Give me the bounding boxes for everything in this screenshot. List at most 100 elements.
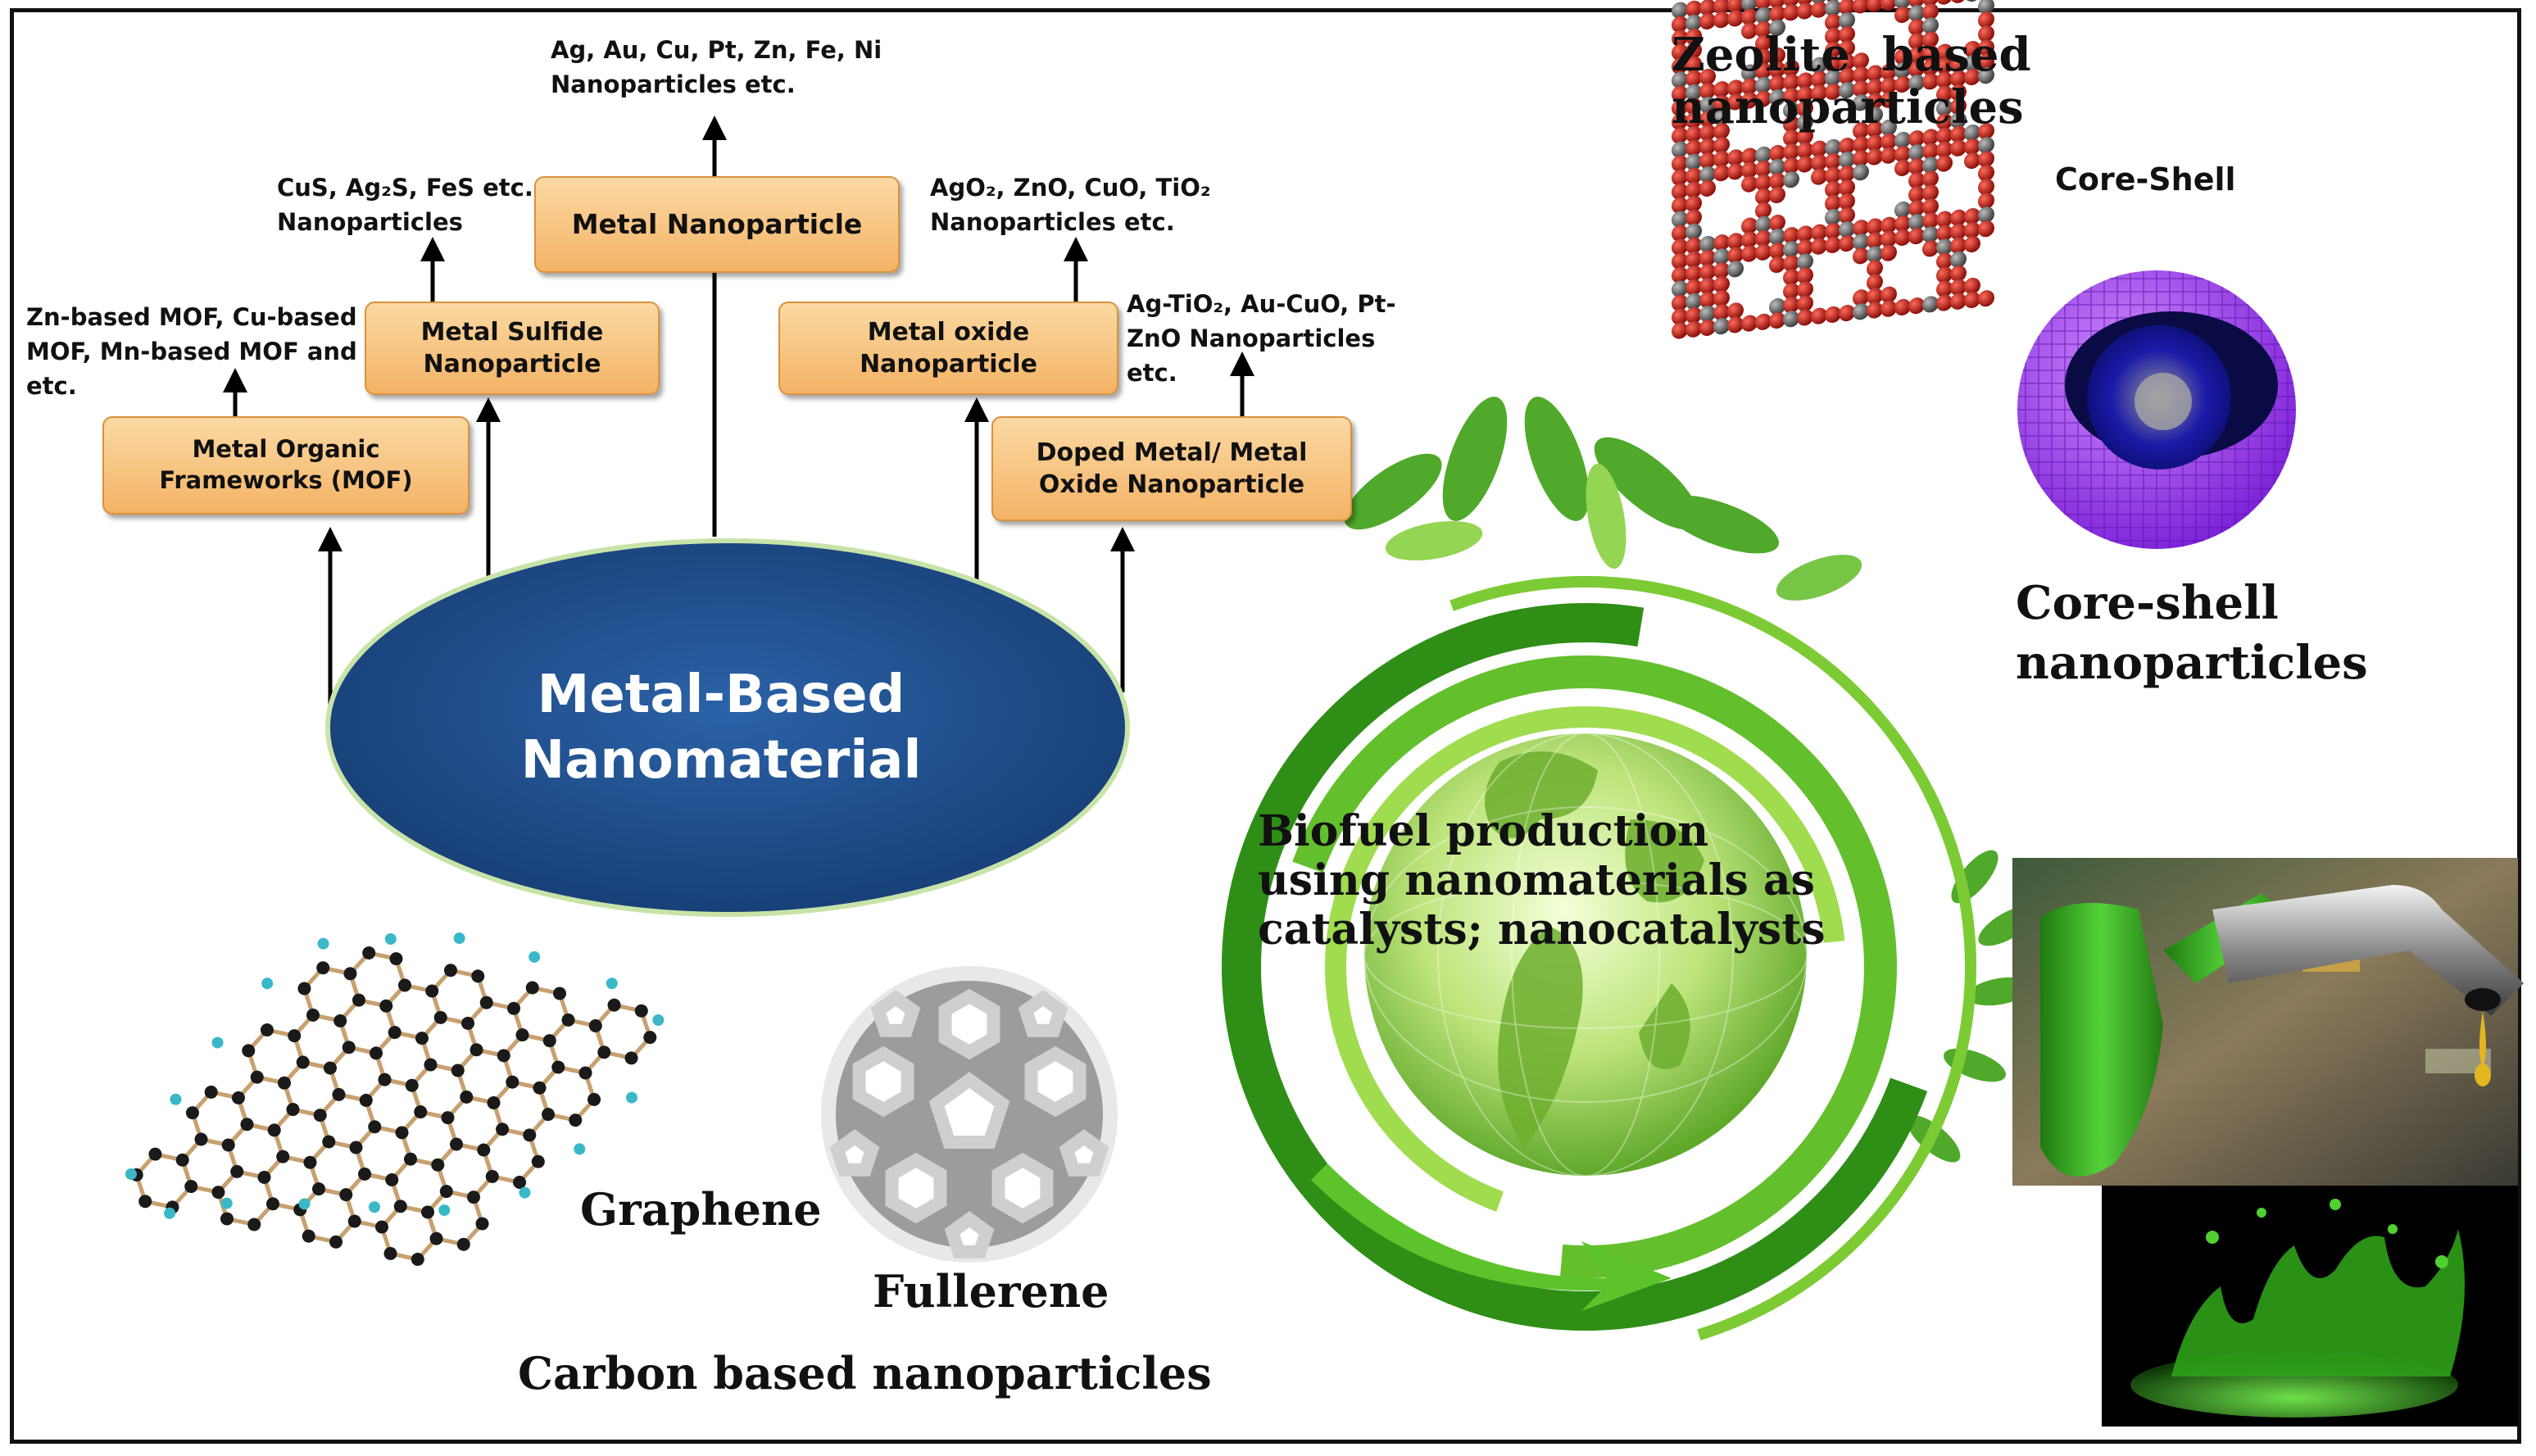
zeolite-atom <box>1797 86 1813 103</box>
fullerene-ring <box>991 1152 1054 1224</box>
zeolite-atom <box>1672 113 1688 130</box>
zeolite-atom <box>1769 186 1785 204</box>
graphene-atom <box>405 1078 419 1092</box>
graphene-atom <box>231 1091 245 1104</box>
zeolite-atom <box>1908 33 1925 50</box>
graphene-atom <box>250 1070 264 1084</box>
zeolite-atom <box>1797 156 1813 173</box>
zeolite-atom <box>1685 265 1702 282</box>
node-mof-label: Metal Organic Frameworks (MOF) <box>159 435 413 494</box>
zeolite-atom <box>1950 98 1967 115</box>
zeolite-atom <box>1853 303 1869 320</box>
zeolite-atom <box>1950 139 1967 156</box>
zeolite-atom <box>1713 318 1730 335</box>
zeolite-atom <box>1672 155 1688 172</box>
zeolite-atom <box>1783 269 1799 286</box>
graphene-hydrogen <box>164 1207 176 1219</box>
graphene-atom <box>397 978 411 992</box>
graphene-atom <box>607 998 621 1012</box>
zeolite-atom <box>1741 92 1758 109</box>
zeolite-atom <box>1769 172 1785 190</box>
graphene-hydrogen <box>125 1168 137 1180</box>
zeolite-atom <box>1685 167 1702 184</box>
zeolite-atom <box>1867 246 1883 263</box>
zeolite-atom <box>1825 306 1841 323</box>
graphene-atom <box>587 1092 601 1106</box>
zeolite-atom <box>1922 156 1939 174</box>
zeolite-atom <box>1853 66 1869 84</box>
zeolite-atom <box>1769 311 1785 329</box>
fullerene-ring <box>870 990 921 1037</box>
zeolite-atom <box>1672 197 1688 214</box>
zeolite-atom <box>1880 63 1897 80</box>
zeolite-atom <box>1839 68 1855 85</box>
zeolite-atom <box>1741 175 1758 193</box>
graphene-atom <box>393 1200 407 1213</box>
zeolite-atom <box>1713 109 1730 126</box>
zeolite-atom <box>1825 55 1841 72</box>
metal-based-nanomaterial-ellipse <box>325 538 1130 917</box>
zeolite-atom <box>1797 253 1813 270</box>
zeolite-atom <box>1880 119 1897 136</box>
zeolite-atom <box>1727 233 1744 250</box>
zeolite-atom <box>1880 300 1897 317</box>
zeolite-atom <box>1936 155 1953 172</box>
graphene-atom <box>277 1076 291 1090</box>
zeolite-atom <box>1797 142 1813 159</box>
zeolite-atom <box>1825 194 1841 211</box>
zeolite-atom <box>1783 143 1799 161</box>
zeolite-atom <box>1783 283 1799 300</box>
zeolite-atom <box>1922 226 1939 243</box>
zeolite-atom <box>1769 19 1785 37</box>
node-metal-nanoparticle: Metal Nanoparticle <box>534 176 900 273</box>
zeolite-atom <box>1894 215 1911 233</box>
zeolite-atom <box>1727 93 1744 111</box>
zeolite-atom <box>1727 10 1744 27</box>
zeolite-atom <box>1908 130 1925 147</box>
zeolite-atom <box>1672 252 1688 270</box>
graphene-atom <box>451 1064 465 1077</box>
zeolite-atom <box>1867 65 1883 82</box>
graphene-atom <box>634 1004 648 1018</box>
graphene-atom <box>450 1137 464 1151</box>
zeolite-atom <box>1672 2 1688 19</box>
zeolite-atom <box>1672 99 1688 116</box>
zeolite-atom <box>1672 85 1688 102</box>
zeolite-atom <box>1978 206 1994 224</box>
zeolite-atom <box>1825 41 1841 58</box>
zeolite-atom <box>1769 144 1785 162</box>
zeolite-atom <box>1699 277 1716 295</box>
zeolite-atom <box>1908 228 1925 245</box>
zeolite-atom <box>1964 235 1980 253</box>
graphene-atom <box>138 1195 152 1209</box>
zeolite-atom <box>1839 179 1855 197</box>
globe-continents <box>1485 751 1704 1147</box>
zeolite-atom <box>1713 123 1730 140</box>
zeolite-atom <box>1867 93 1883 110</box>
graphene-atom <box>220 1212 234 1226</box>
zeolite-atom <box>1894 75 1911 93</box>
examples-doped: Ag-TiO₂, Au-CuO, Pt- ZnO Nanoparticles e… <box>1127 290 1396 388</box>
graphene-hydrogen <box>317 937 329 950</box>
graphene-atom <box>349 1141 363 1154</box>
zeolite-atom <box>1950 84 1967 101</box>
zeolite-atom <box>1741 147 1758 165</box>
graphene-atom <box>497 1049 510 1063</box>
graphene-atom <box>553 987 567 1000</box>
graphene-atom <box>542 1034 556 1048</box>
zeolite-atom <box>1936 211 1953 228</box>
graphene-atom <box>148 1147 162 1161</box>
graphene-atom <box>578 1066 592 1080</box>
zeolite-atom <box>1964 54 1980 72</box>
zeolite-atom <box>1699 249 1716 267</box>
zeolite-atom <box>1672 43 1688 61</box>
zeolite-atom <box>1839 40 1855 57</box>
zeolite-atom <box>1699 235 1716 253</box>
zeolite-atom <box>1964 68 1980 86</box>
graphene-atom <box>461 1016 475 1030</box>
fullerene-ring <box>938 988 1000 1060</box>
zeolite-atom <box>1894 6 1911 24</box>
zeolite-atom <box>1811 168 1827 185</box>
zeolite-atom <box>1922 17 1939 34</box>
